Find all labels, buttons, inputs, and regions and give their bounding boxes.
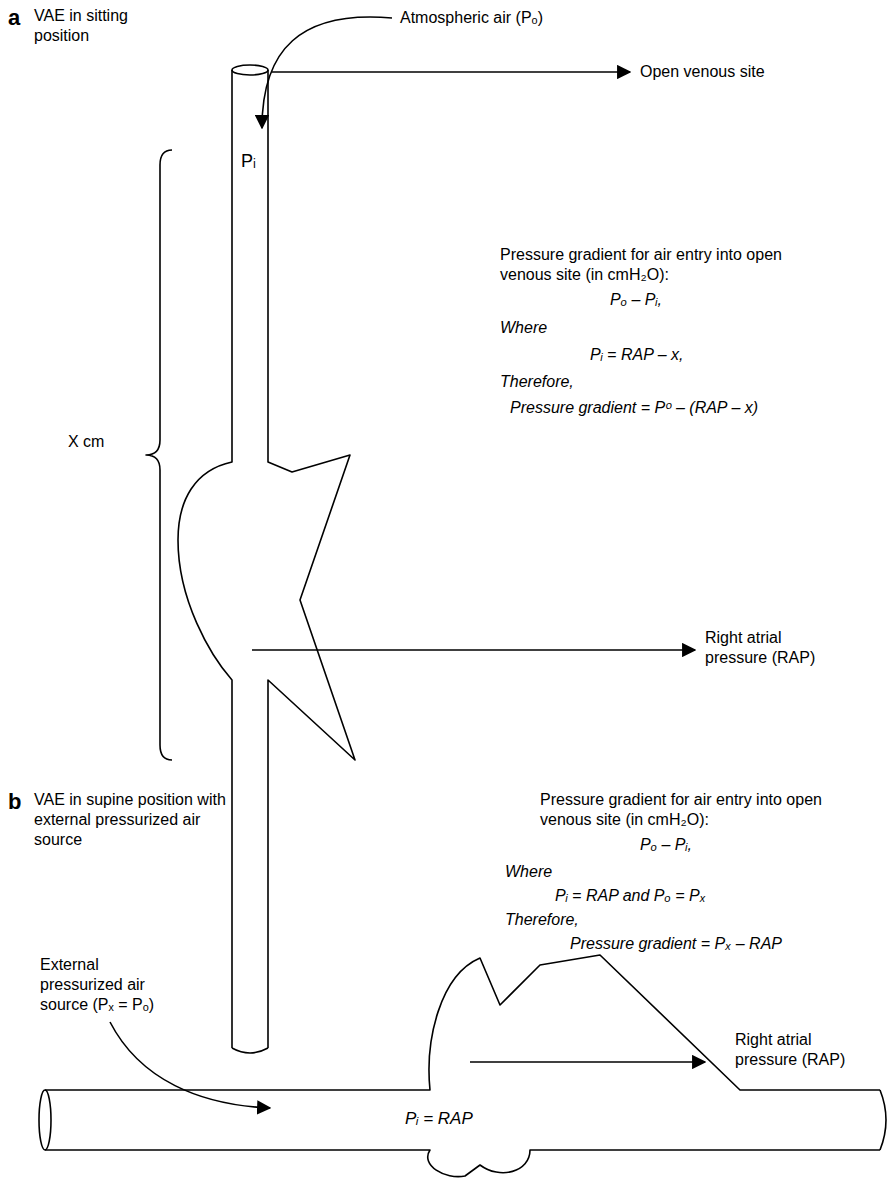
- equation: Pₒ – Pᵢ,: [610, 290, 662, 310]
- dimension-label: X cm: [68, 432, 104, 452]
- leader-arrow: [272, 71, 630, 73]
- equation: Pressure gradient = Pₓ – RAP: [570, 934, 782, 954]
- leader-arrow: [252, 649, 695, 651]
- vein-left-wall: [178, 70, 232, 1048]
- vein-opening: [39, 1090, 51, 1150]
- equation: Where: [500, 318, 547, 338]
- panel-title: VAE in supine position with external pre…: [34, 790, 232, 850]
- equation: Pₒ – Pᵢ,: [640, 835, 692, 855]
- pressure-symbol: Pᵢ = RAP: [405, 1108, 473, 1129]
- pressure-label: Right atrial pressure (RAP): [705, 628, 830, 668]
- equation: Where: [505, 862, 552, 882]
- equation: Pᵢ = RAP and Pₒ = Pₓ: [555, 886, 706, 906]
- panel-title: VAE in sitting position: [34, 6, 159, 46]
- equation-heading: Pressure gradient for air entry into ope…: [540, 790, 840, 830]
- panel-letter: b: [8, 788, 21, 816]
- air-source-label: Atmospheric air (Pₒ): [400, 8, 543, 28]
- air-source-label: External pressurized air source (Pₓ = Pₒ…: [40, 955, 180, 1015]
- vein-bottom-wall: [45, 1150, 880, 1177]
- equation-heading: Pressure gradient for air entry into ope…: [500, 245, 800, 285]
- vein-opening: [232, 65, 268, 75]
- equation: Pressure gradient = Pᵒ – (RAP – x): [510, 398, 758, 418]
- vein-end: [880, 1090, 886, 1150]
- air-arrow: [110, 1022, 270, 1108]
- equation: Therefore,: [505, 910, 579, 930]
- vein-end: [232, 1048, 268, 1053]
- leader-arrow: [470, 1061, 705, 1063]
- site-label: Open venous site: [640, 62, 765, 82]
- pressure-label: Right atrial pressure (RAP): [735, 1030, 860, 1070]
- pressure-symbol: Pᵢ: [241, 150, 256, 173]
- vein-right-wall: [268, 70, 355, 1048]
- equation: Pᵢ = RAP – x,: [590, 345, 683, 365]
- panel-letter: a: [8, 4, 20, 32]
- equation: Therefore,: [500, 372, 574, 392]
- height-brace: [146, 150, 172, 760]
- vein-top-wall: [45, 955, 880, 1090]
